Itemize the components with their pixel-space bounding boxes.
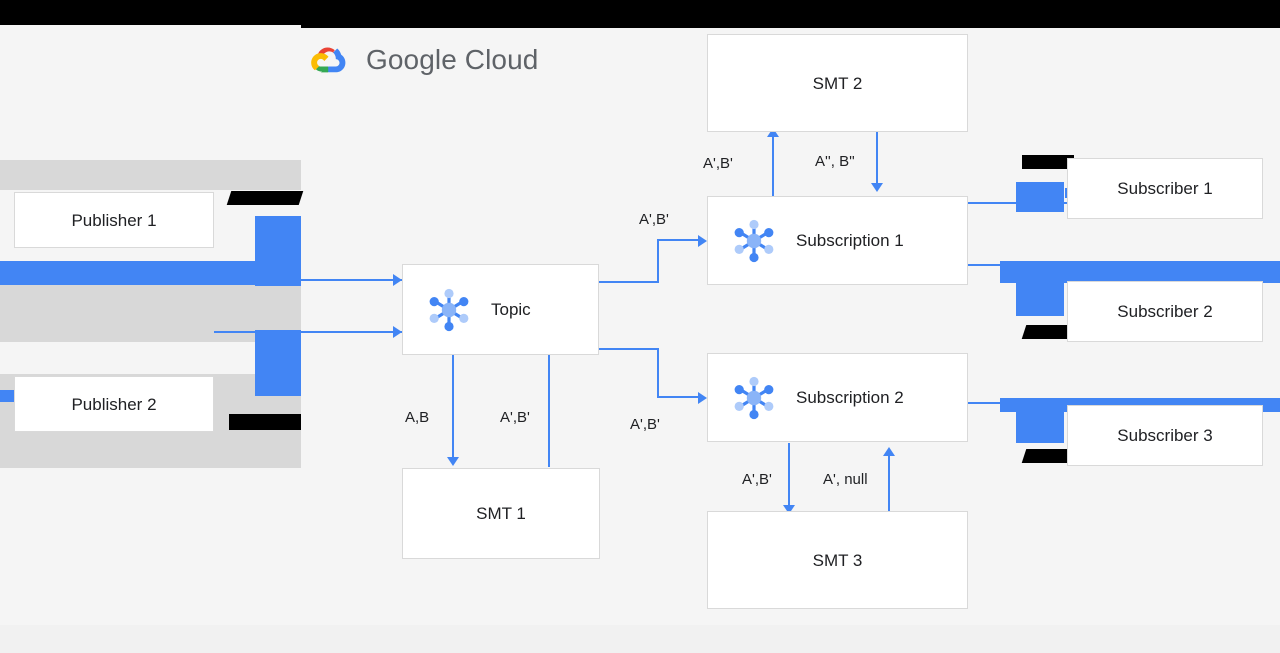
edge-publisher1-topic [214, 279, 402, 281]
render-artifact-block [0, 390, 14, 402]
edge-subscription2-smt3 [788, 443, 790, 508]
edge-smt2-subscription1-arrowhead [871, 183, 883, 192]
node-subscriber-3[interactable]: Subscriber 3 [1067, 405, 1263, 466]
render-artifact-block [1016, 398, 1064, 443]
node-subscription-1-label: Subscription 1 [796, 231, 904, 250]
render-artifact-block [1016, 261, 1064, 316]
node-smt-3[interactable]: SMT 3 [707, 511, 968, 609]
render-artifact-block [255, 216, 301, 286]
edge-label-subscription2-to-smt3: A',B' [742, 471, 772, 488]
render-artifact-block [255, 330, 301, 396]
edge-smt1-topic [548, 272, 550, 467]
node-subscriber-3-label: Subscriber 3 [1117, 426, 1213, 445]
node-publisher-2-label: Publisher 2 [71, 394, 157, 414]
render-artifact-block [1016, 182, 1064, 212]
edge-topic-subscription1-arrowhead [698, 235, 707, 247]
google-cloud-wordmark: Google Cloud [366, 44, 539, 75]
edge-topic-smt1-arrowhead [447, 457, 459, 466]
node-subscriber-1[interactable]: Subscriber 1 [1067, 158, 1263, 219]
node-publisher-1[interactable]: Publisher 1 [14, 192, 214, 248]
node-topic-label: Topic [491, 300, 531, 319]
edge-topic-subscription1-seg1 [599, 281, 658, 283]
redaction-bar [229, 414, 301, 430]
edge-subscription1-subscriber1 [967, 202, 1067, 204]
node-smt-2-label: SMT 2 [812, 73, 863, 93]
edge-label-smt2-to-subscription1: A'', B'' [815, 153, 855, 170]
node-topic[interactable]: Topic [402, 264, 599, 355]
edge-smt3-subscription2 [888, 455, 890, 515]
google-cloud-logo: Google Cloud [308, 40, 538, 80]
top-black-bar-left [0, 0, 301, 25]
node-smt-2[interactable]: SMT 2 [707, 34, 968, 132]
node-publisher-2[interactable]: Publisher 2 [14, 376, 214, 432]
render-artifact-block [0, 261, 255, 285]
node-subscription-2[interactable]: Subscription 2 [707, 353, 968, 442]
pubsub-icon [421, 282, 477, 338]
redaction-bar [226, 191, 304, 205]
edge-topic-subscription2-seg3 [657, 396, 700, 398]
node-subscriber-2[interactable]: Subscriber 2 [1067, 281, 1263, 342]
edge-subscription1-smt2-arrowhead [767, 128, 779, 137]
edge-topic-smt1 [452, 355, 454, 460]
edge-publisher2-topic-arrowhead [393, 326, 402, 338]
edge-publisher1-topic-arrowhead [393, 274, 402, 286]
edge-subscription1-subscriber2 [967, 264, 1067, 266]
edge-label-smt3-to-subscription2: A', null [823, 471, 868, 488]
edge-label-topic-to-subscription2: A',B' [630, 416, 660, 433]
edge-label-subscription1-to-smt2: A',B' [703, 155, 733, 172]
edge-topic-subscription1-seg3 [657, 239, 700, 241]
edge-smt3-subscription2-arrowhead [883, 447, 895, 456]
edge-topic-subscription2-seg2 [657, 348, 659, 398]
edge-topic-subscription2-arrowhead [698, 392, 707, 404]
node-subscriber-2-label: Subscriber 2 [1117, 302, 1213, 321]
node-smt-1-label: SMT 1 [476, 504, 526, 523]
edge-smt2-subscription1 [876, 130, 878, 185]
node-subscriber-1-label: Subscriber 1 [1117, 179, 1213, 198]
render-artifact-block [1000, 261, 1280, 283]
pubsub-icon [726, 370, 782, 426]
edge-label-topic-to-smt1: A,B [405, 409, 430, 426]
edge-label-topic-to-subscription1: A',B' [639, 211, 669, 228]
edge-topic-subscription2-seg1 [599, 348, 658, 350]
node-subscription-1[interactable]: Subscription 1 [707, 196, 968, 285]
edge-label-smt1-to-topic: A',B' [500, 409, 530, 426]
node-publisher-1-label: Publisher 1 [71, 210, 157, 230]
edge-publisher2-topic [214, 331, 402, 333]
node-smt-3-label: SMT 3 [812, 550, 863, 570]
node-subscription-2-label: Subscription 2 [796, 388, 904, 407]
pubsub-icon [726, 213, 782, 269]
edge-subscription1-smt2 [772, 136, 774, 200]
edge-topic-subscription1-seg2 [657, 240, 659, 283]
top-black-bar-right [301, 0, 1280, 28]
node-smt-1[interactable]: SMT 1 [402, 468, 600, 559]
redaction-bar [1022, 155, 1074, 169]
edge-subscription2-subscriber3 [967, 402, 1067, 404]
google-cloud-logo-icon [308, 40, 352, 80]
edge-subscription2-smt3-arrowhead [783, 505, 795, 514]
render-artifact-band [0, 342, 301, 374]
